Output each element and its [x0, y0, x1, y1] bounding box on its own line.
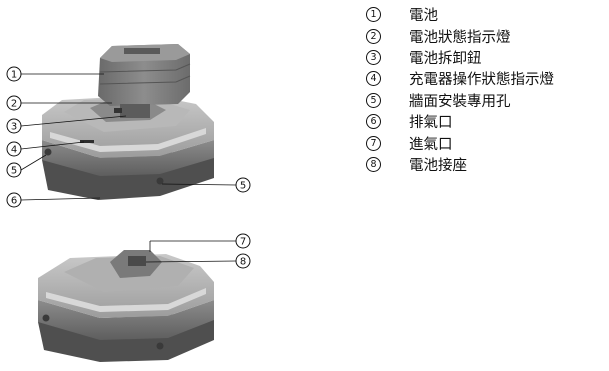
- legend-number: 5: [366, 92, 381, 108]
- legend-number: 2: [366, 28, 381, 44]
- callout-5-right: 5: [235, 177, 251, 193]
- legend-label: 電池拆卸鈕: [409, 50, 482, 67]
- callout-5-left: 5: [6, 162, 22, 178]
- legend-label: 電池接座: [409, 157, 467, 174]
- legend-number: 3: [366, 49, 381, 65]
- legend-item: 2 電池狀態指示燈: [366, 25, 554, 46]
- callout-2: 2: [6, 95, 22, 111]
- callout-8-number: 8: [240, 257, 246, 268]
- charger-with-battery-illustration: [42, 44, 214, 200]
- callout-6-number: 6: [11, 196, 17, 207]
- callout-3: 3: [6, 118, 22, 134]
- leader-lines: [20, 73, 237, 263]
- callout-3-number: 3: [11, 122, 17, 133]
- legend-number: 7: [366, 135, 381, 151]
- legend-item: 7 進氣口: [366, 132, 554, 153]
- legend-label: 牆面安裝專用孔: [409, 93, 511, 110]
- callout-5-left-number: 5: [11, 166, 17, 177]
- callout-7-number: 7: [240, 237, 246, 248]
- legend-number: 8: [366, 156, 381, 172]
- legend-number: 6: [366, 114, 381, 130]
- charger-without-battery-illustration: [38, 250, 214, 362]
- callout-4: 4: [6, 141, 22, 157]
- legend-item: 8 電池接座: [366, 154, 554, 175]
- legend-label: 排氣口: [409, 115, 453, 132]
- callout-8: 8: [235, 253, 251, 269]
- callout-7: 7: [235, 233, 251, 249]
- callout-5-right-number: 5: [240, 181, 246, 192]
- legend-label: 電池狀態指示燈: [409, 29, 511, 46]
- legend-label: 電池: [409, 8, 438, 25]
- callout-6: 6: [6, 192, 22, 208]
- parts-legend: 1 電池 2 電池狀態指示燈 3 電池拆卸鈕 4 充電器操作狀態指示燈 5 牆面安裝專用孔…: [366, 4, 554, 175]
- legend-item: 5 牆面安裝專用孔: [366, 90, 554, 111]
- legend-number: 4: [366, 71, 381, 87]
- legend-number: 1: [366, 7, 381, 23]
- legend-item: 6 排氣口: [366, 111, 554, 132]
- legend-item: 1 電池: [366, 4, 554, 25]
- legend-label: 進氣口: [409, 136, 453, 153]
- callout-1-number: 1: [11, 70, 17, 81]
- legend-item: 4 充電器操作狀態指示燈: [366, 68, 554, 89]
- legend-label: 充電器操作狀態指示燈: [409, 72, 554, 89]
- callout-4-number: 4: [11, 145, 17, 156]
- legend-item: 3 電池拆卸鈕: [366, 47, 554, 68]
- callout-1: 1: [6, 66, 22, 82]
- callout-2-number: 2: [11, 99, 17, 110]
